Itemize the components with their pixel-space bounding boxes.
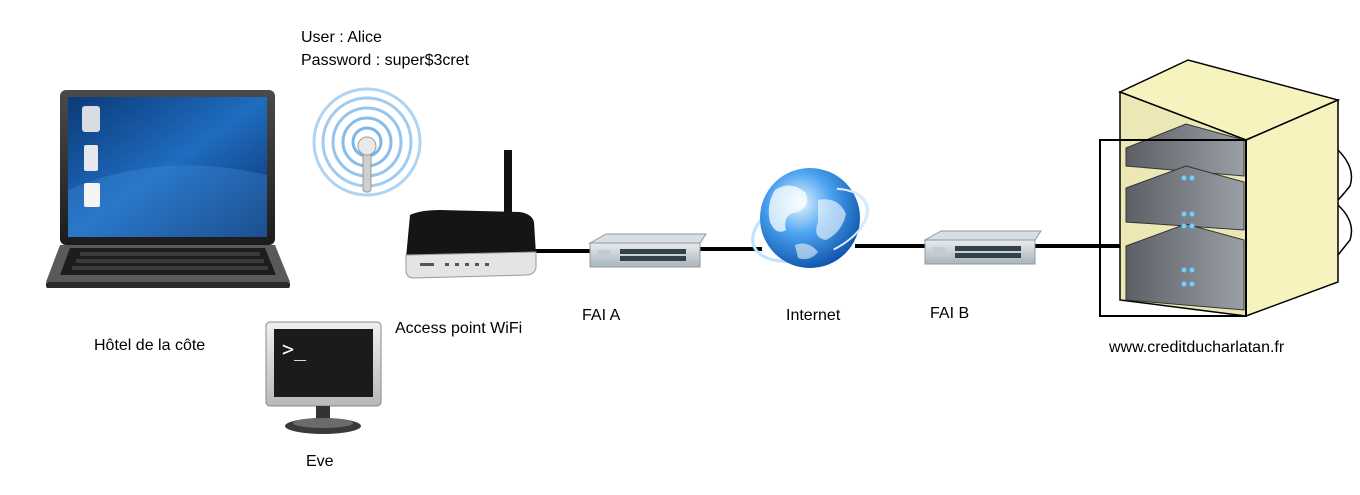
terminal-prompt: >_ xyxy=(282,337,307,361)
server-rack-icon xyxy=(1099,59,1353,318)
label-server: www.creditducharlatan.fr xyxy=(1109,339,1285,356)
network-links xyxy=(532,244,1132,253)
globe-icon xyxy=(751,168,869,268)
label-access-point: Access point WiFi xyxy=(395,320,523,337)
router-icon xyxy=(405,150,537,279)
wifi-antenna-icon xyxy=(357,136,377,193)
network-switch-icon xyxy=(588,233,707,268)
credentials-user: User : Alice xyxy=(301,29,382,46)
label-attacker: Eve xyxy=(306,453,334,470)
laptop-icon xyxy=(46,90,290,288)
label-fai-a: FAI A xyxy=(582,307,621,324)
label-fai-b: FAI B xyxy=(930,305,970,322)
network-switch-icon xyxy=(923,230,1042,265)
monitor-terminal-icon: >_ xyxy=(265,321,382,434)
label-internet: Internet xyxy=(786,307,841,324)
label-laptop: Hôtel de la côte xyxy=(94,337,206,354)
credentials-password: Password : super$3cret xyxy=(301,52,470,69)
